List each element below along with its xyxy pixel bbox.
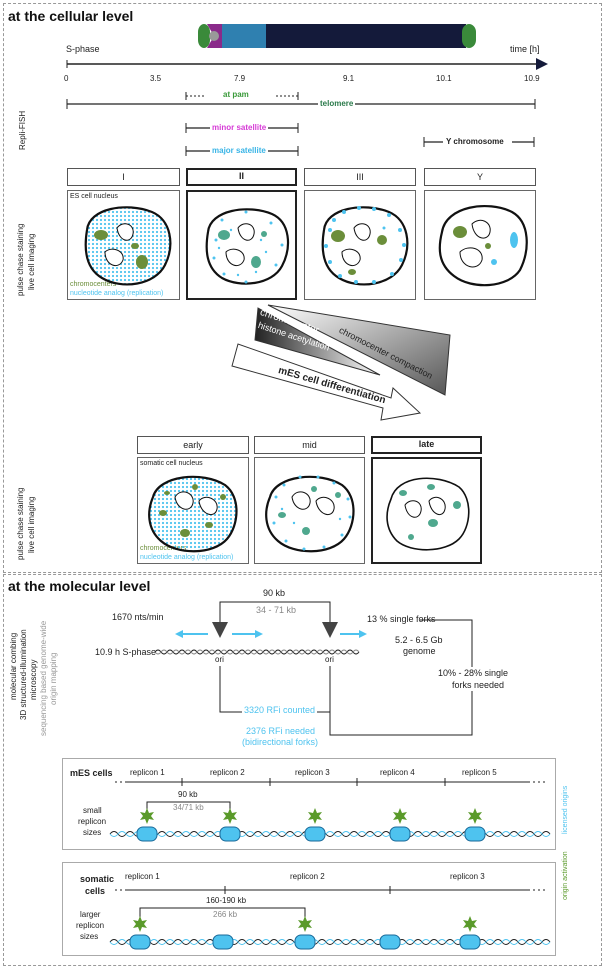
somatic-label-2: cells bbox=[85, 886, 106, 896]
rfi-needed-label-2: (bidirectional forks) bbox=[242, 737, 319, 747]
mes-replicon-4: replicon 4 bbox=[380, 768, 415, 777]
cellular-section bbox=[3, 3, 602, 573]
som-replicon-1: replicon 1 bbox=[125, 872, 160, 881]
late-header-mid: mid bbox=[254, 436, 365, 454]
stage-header-2: II bbox=[186, 168, 297, 186]
chromosome-diagram bbox=[198, 24, 476, 48]
nucleus-stage-1 bbox=[84, 206, 172, 286]
mes-replicon-2: replicon 2 bbox=[210, 768, 245, 777]
genome-label-1: 5.2 - 6.5 Gb bbox=[395, 635, 443, 645]
somatic-nucleus-label: somatic cell nucleus bbox=[140, 460, 203, 467]
major-sat-label: major satellite bbox=[210, 146, 268, 155]
tick-1: 3.5 bbox=[150, 74, 162, 83]
stage-header-3: III bbox=[304, 168, 416, 186]
somatic-panel bbox=[62, 862, 556, 956]
larger-label-3: sizes bbox=[80, 932, 99, 941]
side-origin-activation: origin activation bbox=[562, 851, 569, 900]
nucleus-late bbox=[386, 477, 470, 551]
nts-rate-label: 1670 nts/min bbox=[112, 612, 164, 622]
mes-replicon-3: replicon 3 bbox=[295, 768, 330, 777]
som-kb: 160-190 kb bbox=[206, 896, 247, 905]
es-nucleus-label: ES cell nucleus bbox=[70, 193, 118, 200]
small-label-2: replicon bbox=[78, 817, 107, 826]
cellular-title: at the cellular level bbox=[8, 8, 134, 24]
telomere-label: telomere bbox=[318, 99, 356, 108]
som-replicon-2: replicon 2 bbox=[290, 872, 325, 881]
small-label-3: sizes bbox=[83, 828, 102, 837]
stage-header-1: I bbox=[67, 168, 180, 186]
somatic-label-1: somatic bbox=[80, 874, 115, 884]
legend-nucleotide-1: nucleotide analog (replication) bbox=[70, 290, 164, 297]
sphase-label: S-phase bbox=[66, 44, 100, 54]
genome-label-2: genome bbox=[403, 646, 436, 656]
tick-2: 7.9 bbox=[234, 74, 246, 83]
mes-replicon-5: replicon 5 bbox=[462, 768, 497, 777]
ychrom-label: Y chromosome bbox=[446, 137, 504, 146]
wedge-diagram bbox=[231, 304, 451, 421]
mes-kb: 90 kb bbox=[178, 790, 198, 799]
nucleus-early bbox=[148, 475, 238, 553]
mes-label: mES cells bbox=[70, 768, 113, 778]
minor-sat-label: minor satellite bbox=[210, 123, 269, 132]
forks-needed-label-2: forks needed bbox=[450, 679, 507, 691]
mes-panel bbox=[62, 758, 556, 850]
time-label: time [h] bbox=[510, 44, 540, 54]
time-axis bbox=[66, 58, 548, 70]
rfi-counted-label: 3320 RFi counted bbox=[242, 705, 318, 715]
forks-needed-label-1: 10% - 28% single bbox=[436, 667, 511, 679]
legend-chromocenters-2: chromocenters bbox=[140, 545, 187, 552]
late-header-late: late bbox=[371, 436, 482, 454]
larger-label-1: larger bbox=[80, 910, 101, 919]
mes-replicon-1: replicon 1 bbox=[130, 768, 165, 777]
sphase-len-label: 10.9 h S-phase bbox=[95, 647, 157, 657]
stage-header-y: Y bbox=[424, 168, 536, 186]
tick-3: 9.1 bbox=[343, 74, 355, 83]
molecular-title: at the molecular level bbox=[8, 578, 151, 594]
som-replicon-3: replicon 3 bbox=[450, 872, 485, 881]
single-forks-label: 13 % single forks bbox=[367, 614, 436, 624]
tick-5: 10.9 bbox=[524, 74, 540, 83]
mes-kb-range: 34/71 kb bbox=[173, 803, 204, 812]
late-header-early: early bbox=[137, 436, 249, 454]
atpam-label: at pam bbox=[223, 90, 249, 99]
tick-0: 0 bbox=[64, 74, 69, 83]
nucleus-stage-3 bbox=[321, 206, 409, 286]
small-label-1: small bbox=[83, 806, 102, 815]
side-licensed-origins: licensed origins bbox=[562, 785, 569, 834]
kb90-label: 90 kb bbox=[263, 588, 286, 598]
ori-label-2: ori bbox=[325, 655, 334, 664]
legend-chromocenters-1: chromocenters bbox=[70, 281, 117, 288]
tick-4: 10.1 bbox=[436, 74, 452, 83]
ori-label-1: ori bbox=[215, 655, 224, 664]
nucleus-stage-2 bbox=[205, 208, 289, 285]
legend-nucleotide-2: nucleotide analog (replication) bbox=[140, 554, 234, 561]
larger-label-2: replicon bbox=[76, 921, 105, 930]
nucleus-mid bbox=[265, 475, 355, 553]
kb-range-label: 34 - 71 kb bbox=[256, 605, 297, 615]
molecular-section bbox=[3, 574, 602, 966]
rfi-needed-label-1: 2376 RFi needed bbox=[244, 726, 318, 736]
nucleus-stage-y bbox=[438, 205, 528, 287]
som-kb-range: 266 kb bbox=[213, 910, 238, 919]
